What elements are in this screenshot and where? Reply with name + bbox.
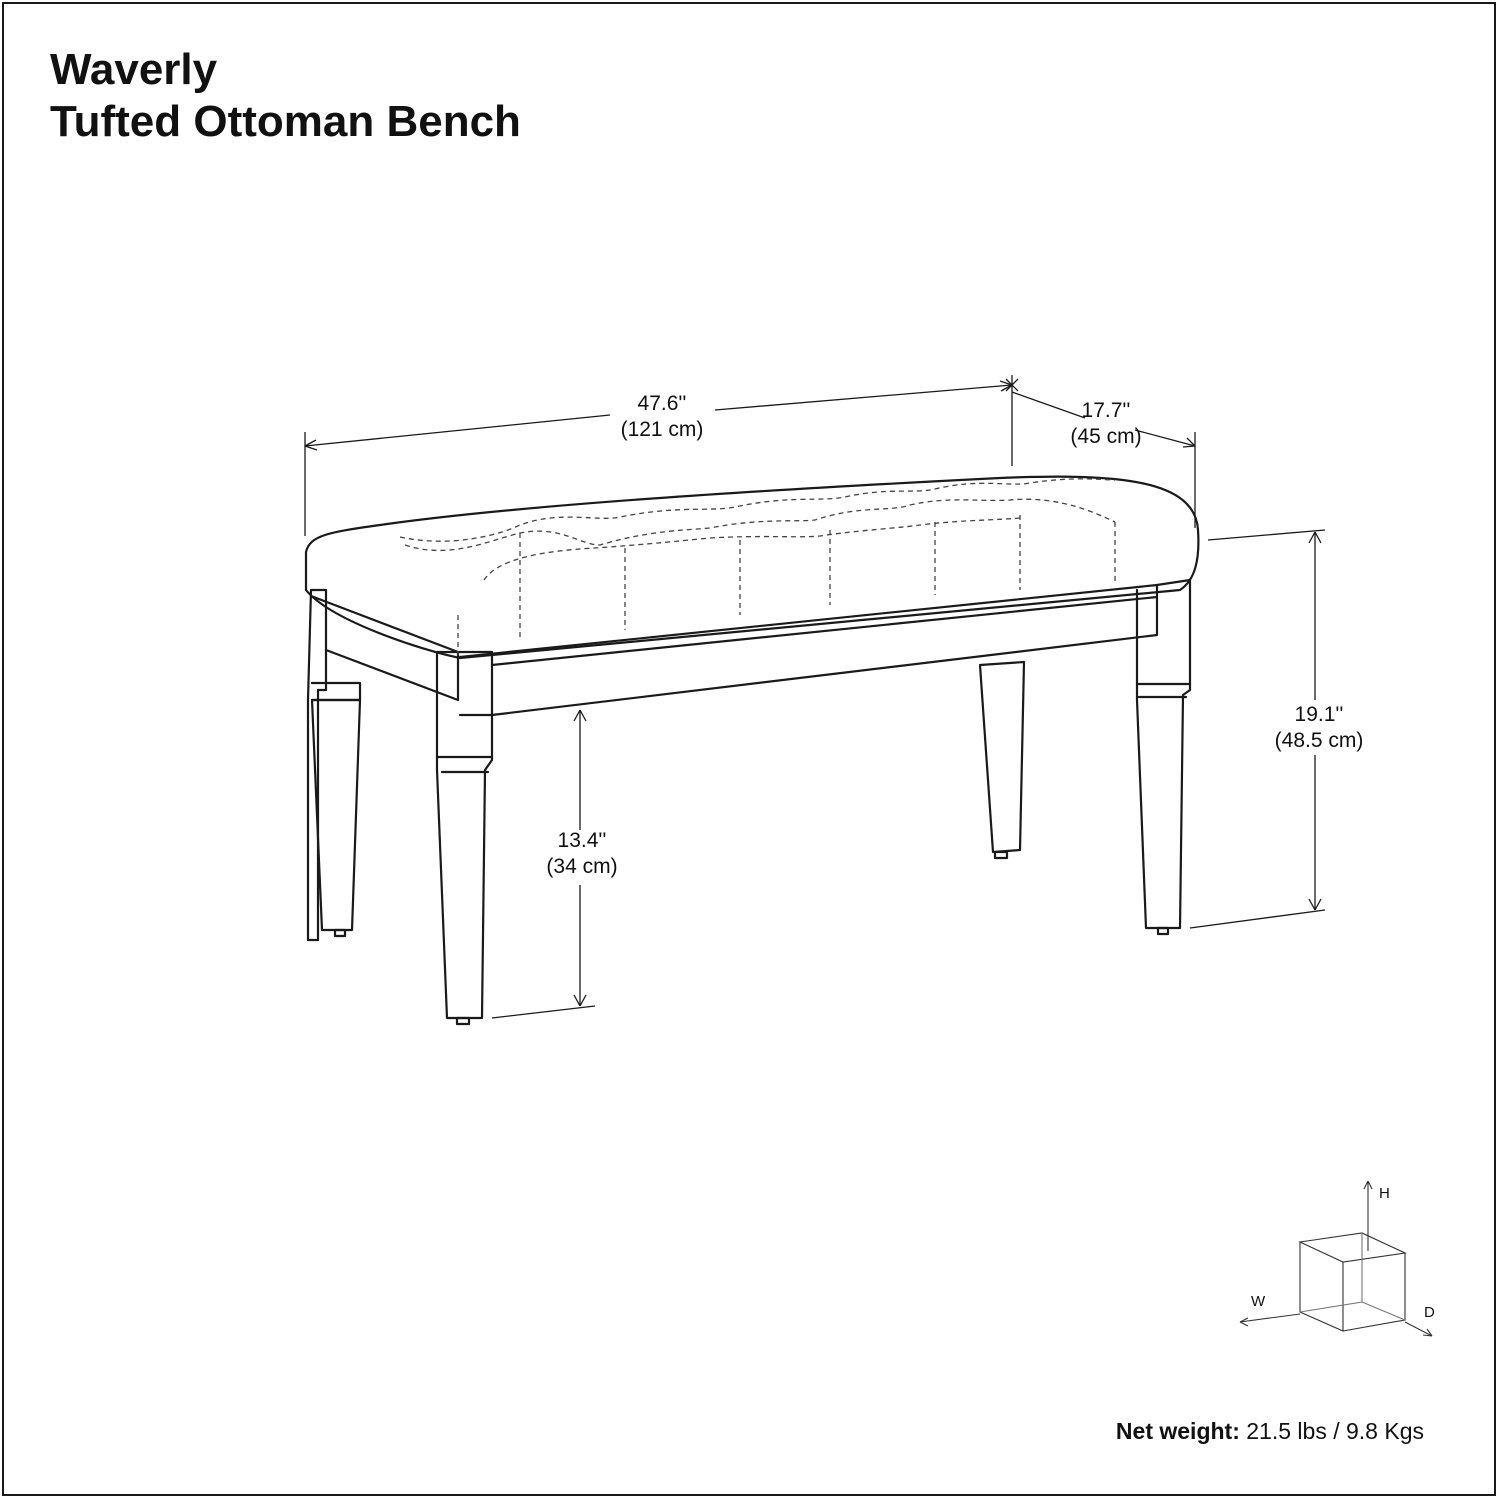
tufting-row-2 — [404, 498, 1116, 552]
clearance-metric: (34 cm) — [546, 855, 618, 878]
back-left-leg-lower — [310, 698, 362, 932]
product-brand: Waverly — [50, 45, 218, 94]
net-weight: Net weight: 21.5 lbs / 9.8 Kgs — [1116, 1418, 1424, 1445]
axis-key-diagram — [1239, 1180, 1433, 1337]
depth-dimension-line — [1011, 391, 1196, 528]
d-axis-arrow — [1404, 1321, 1433, 1337]
front-apron-inner — [490, 595, 1159, 667]
clearance-imperial: 13.4'' — [557, 829, 607, 852]
width-imperial: 47.6'' — [637, 392, 687, 415]
cushion-outline — [304, 475, 1200, 660]
width-metric: (121 cm) — [620, 418, 704, 441]
left-side-apron — [309, 594, 460, 702]
depth-label: 17.7'' (45 cm) — [1070, 398, 1141, 450]
back-right-leg — [978, 660, 1026, 854]
clearance-dimension-line — [491, 709, 596, 1019]
height-imperial: 19.1'' — [1294, 703, 1344, 726]
front-right-leg-ring — [1135, 682, 1192, 699]
depth-metric: (45 cm) — [1070, 425, 1142, 448]
foot-caps — [333, 850, 1170, 1026]
width-dimension-line — [304, 375, 1019, 536]
front-right-leg — [1135, 578, 1192, 930]
axis-label-h: H — [1379, 1185, 1390, 1202]
clearance-label: 13.4'' (34 cm) — [546, 828, 617, 880]
front-left-leg — [435, 650, 494, 1020]
front-left-leg-ring — [435, 755, 494, 774]
tufting-row-3 — [483, 517, 1021, 581]
w-axis-arrow — [1239, 1313, 1301, 1323]
height-metric: (48.5 cm) — [1274, 729, 1364, 752]
height-label: 19.1'' (48.5 cm) — [1275, 702, 1364, 754]
axis-label-w: W — [1251, 1293, 1266, 1310]
net-weight-label: Net weight: — [1115, 1418, 1240, 1444]
back-left-leg — [306, 588, 328, 942]
net-weight-value: 21.5 lbs / 9.8 Kgs — [1246, 1418, 1424, 1444]
axis-label-d: D — [1424, 1304, 1435, 1321]
depth-imperial: 17.7'' — [1081, 399, 1131, 422]
product-name: Tufted Ottoman Bench — [50, 97, 521, 146]
back-left-leg-ring — [310, 681, 362, 702]
height-dimension-line — [1189, 529, 1326, 929]
tufting-row-1 — [399, 478, 1116, 542]
width-label: 47.6'' (121 cm) — [621, 391, 704, 443]
front-apron — [458, 583, 1159, 717]
